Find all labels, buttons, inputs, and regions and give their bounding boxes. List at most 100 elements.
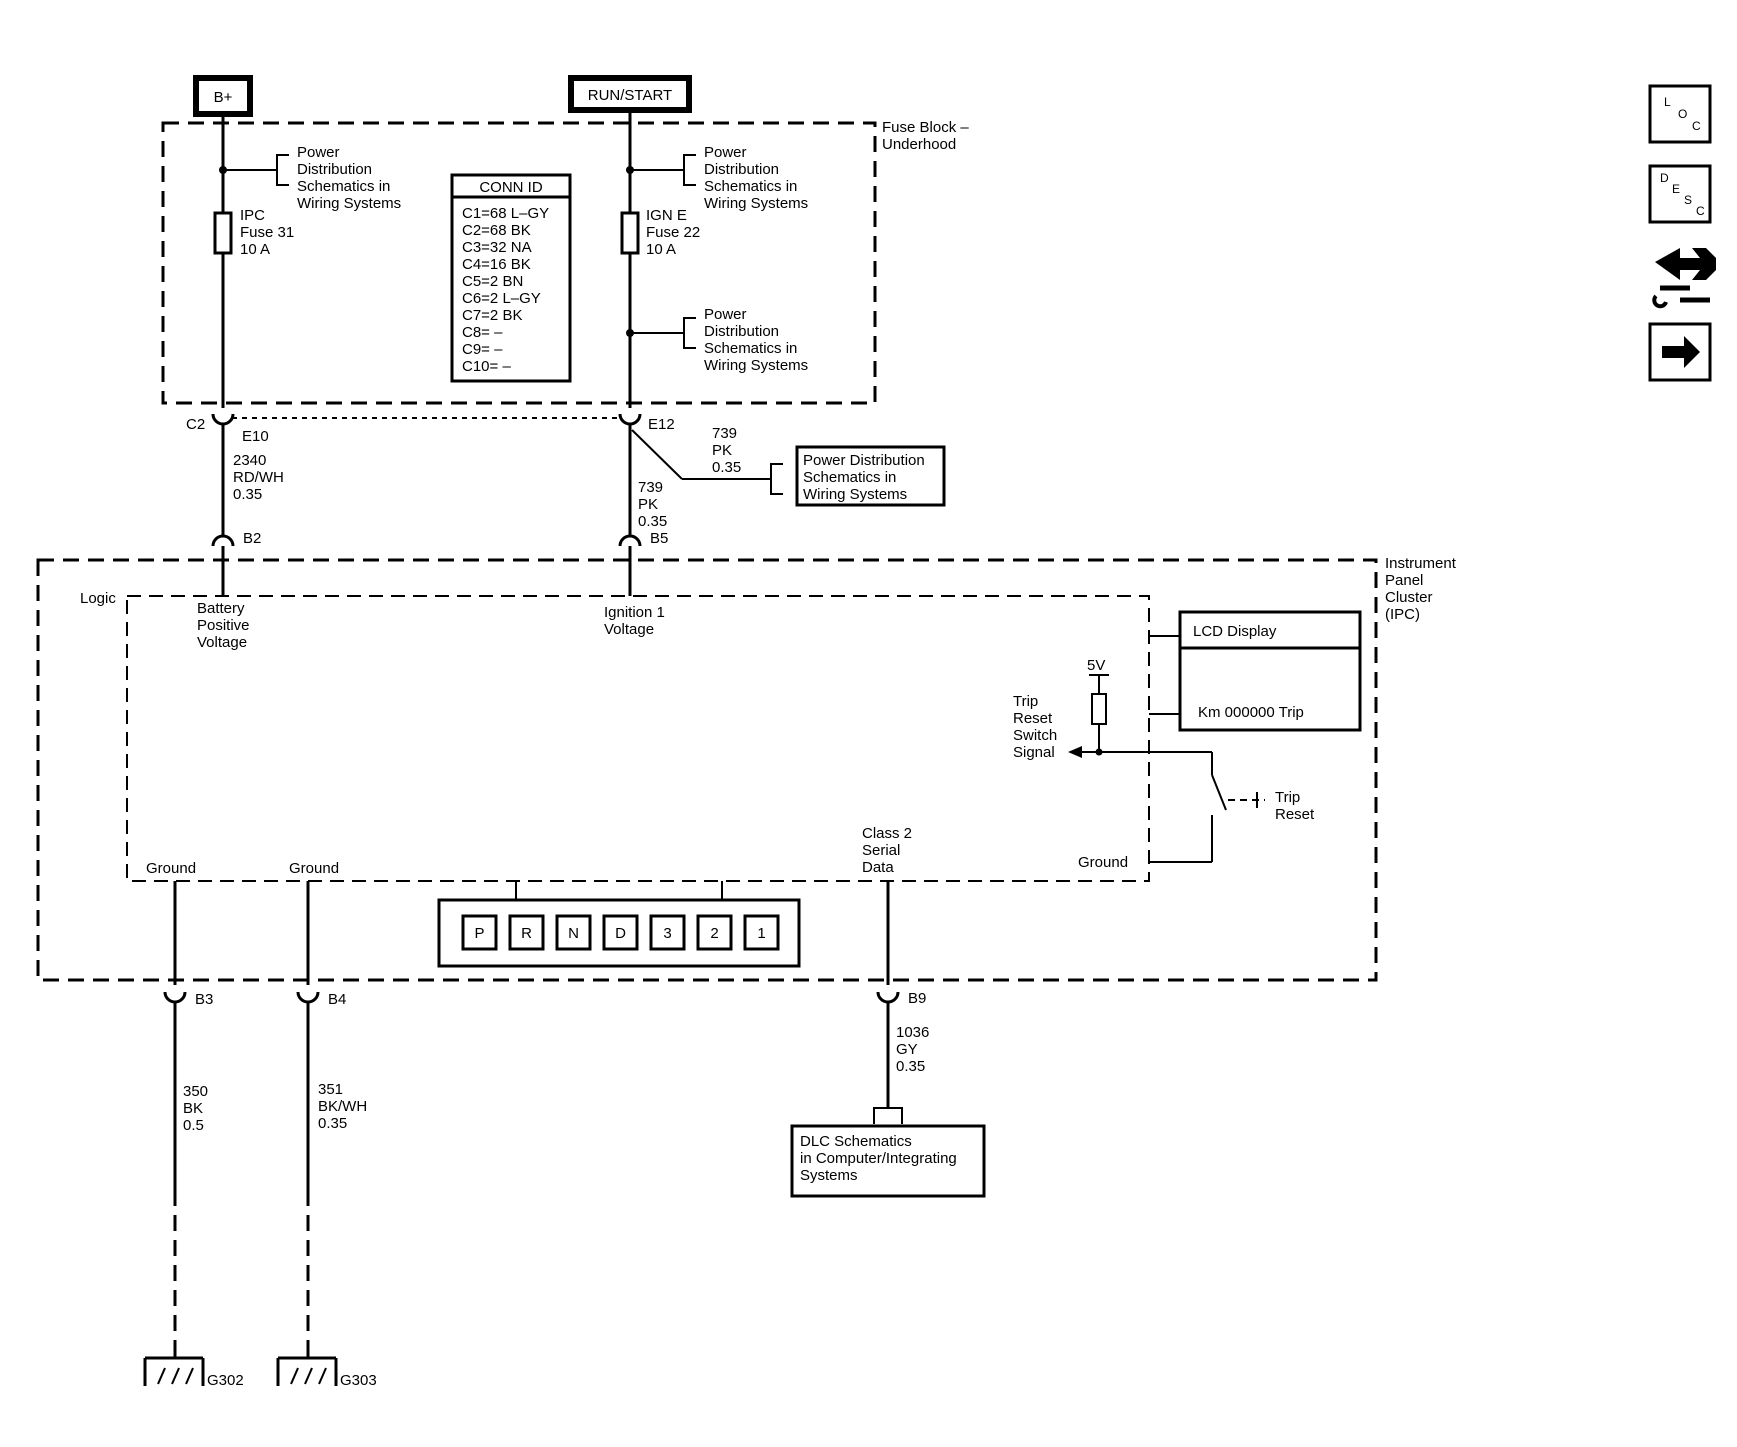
dlc-box: DLC Schematics in Computer/Integrating S… xyxy=(790,1124,986,1198)
svg-text:Schematics in: Schematics in xyxy=(704,340,797,357)
desc-button[interactable]: D E S C xyxy=(1648,164,1712,224)
svg-text:Wiring Systems: Wiring Systems xyxy=(297,195,401,212)
svg-text:Systems: Systems xyxy=(800,1167,858,1184)
ground-g303-symbol xyxy=(276,1352,338,1386)
svg-text:0.35: 0.35 xyxy=(638,513,667,530)
trip-reset-signal-label: Trip Reset Switch Signal xyxy=(1013,693,1057,761)
svg-text:Fuse 22: Fuse 22 xyxy=(646,224,700,241)
svg-text:DLC Schematics: DLC Schematics xyxy=(800,1133,912,1150)
connector-b4 xyxy=(296,991,320,1004)
loc-button[interactable]: L O C xyxy=(1648,84,1712,144)
svg-text:Power: Power xyxy=(704,144,747,161)
conn-id-title: CONN ID xyxy=(479,179,543,196)
conn-id-table: CONN ID C1=68 L–GY C2=68 BK C3=32 NA C4=… xyxy=(450,173,572,383)
ground-g302-label: G302 xyxy=(207,1372,244,1389)
svg-text:Reset: Reset xyxy=(1013,710,1053,727)
svg-text:C8= –: C8= – xyxy=(462,324,503,341)
svg-text:739: 739 xyxy=(638,479,663,496)
svg-text:1: 1 xyxy=(757,925,765,942)
pd-box: Power Distribution Schematics in Wiring … xyxy=(795,445,946,507)
svg-text:C2: C2 xyxy=(186,416,205,433)
logic-outline xyxy=(126,595,1150,882)
svg-text:C7=2 BK: C7=2 BK xyxy=(462,307,522,324)
fuse-block-outline xyxy=(161,121,877,405)
connector-end-view-button[interactable] xyxy=(1652,248,1716,309)
svg-text:Voltage: Voltage xyxy=(197,634,247,651)
bplus-terminal: B+ xyxy=(193,75,253,117)
lcd-reading: Km 000000 Trip xyxy=(1198,704,1304,721)
svg-text:C: C xyxy=(1696,204,1705,218)
svg-text:10 A: 10 A xyxy=(646,241,676,258)
ground-g303-label: G303 xyxy=(340,1372,377,1389)
ground-label-2: Ground xyxy=(289,860,339,877)
next-page-button[interactable] xyxy=(1648,322,1712,382)
prnd-cell-d: D xyxy=(602,914,639,951)
svg-text:Signal: Signal xyxy=(1013,744,1055,761)
ipc-outline xyxy=(36,558,1378,982)
wire-350-label: 350 BK 0.5 xyxy=(183,1083,208,1134)
svg-text:O: O xyxy=(1678,107,1687,121)
prnd-cell-2: 2 xyxy=(696,914,733,951)
pd-ref-right-2: Power Distribution Schematics in Wiring … xyxy=(704,306,808,374)
battery-positive-label: Battery Positive Voltage xyxy=(197,600,250,651)
svg-text:C3=32 NA: C3=32 NA xyxy=(462,239,532,256)
svg-text:Power Distribution: Power Distribution xyxy=(803,452,925,469)
svg-text:0.35: 0.35 xyxy=(896,1058,925,1075)
ipc-title: Instrument Panel Cluster (IPC) xyxy=(1385,555,1457,623)
connector-b2 xyxy=(211,534,235,547)
svg-text:B2: B2 xyxy=(243,530,261,547)
svg-text:in Computer/Integrating: in Computer/Integrating xyxy=(800,1150,957,1167)
bplus-label: B+ xyxy=(214,89,233,106)
svg-text:0.35: 0.35 xyxy=(318,1115,347,1132)
svg-text:1036: 1036 xyxy=(896,1024,929,1041)
svg-text:Schematics in: Schematics in xyxy=(704,178,797,195)
fuse-block-title-2: Underhood xyxy=(882,136,956,153)
lcd-display: LCD Display Km 000000 Trip xyxy=(1178,610,1362,732)
svg-text:Cluster: Cluster xyxy=(1385,589,1433,606)
wire-739-branch-label: 739 PK 0.35 xyxy=(712,425,741,476)
svg-text:Power: Power xyxy=(297,144,340,161)
ignition-voltage-label: Ignition 1 Voltage xyxy=(604,604,665,638)
svg-text:Distribution: Distribution xyxy=(297,161,372,178)
prnd-cell-1: 1 xyxy=(743,914,780,951)
prnd-cell-p: P xyxy=(461,914,498,951)
prnd-cell-3: 3 xyxy=(649,914,686,951)
wire-739-label: 739 PK 0.35 xyxy=(638,479,667,530)
connector-b5 xyxy=(618,534,642,547)
ground-label-1: Ground xyxy=(146,860,196,877)
wire-2340-label: 2340 RD/WH 0.35 xyxy=(233,452,284,503)
prnd-cell-n: N xyxy=(555,914,592,951)
svg-text:0.5: 0.5 xyxy=(183,1117,204,1134)
connector-b9 xyxy=(876,991,900,1004)
svg-text:C6=2 L–GY: C6=2 L–GY xyxy=(462,290,541,307)
svg-text:R: R xyxy=(521,925,532,942)
svg-text:BK/WH: BK/WH xyxy=(318,1098,367,1115)
svg-text:B4: B4 xyxy=(328,991,346,1008)
svg-text:351: 351 xyxy=(318,1081,343,1098)
svg-text:Schematics in: Schematics in xyxy=(803,469,896,486)
svg-text:Fuse 31: Fuse 31 xyxy=(240,224,294,241)
svg-text:PK: PK xyxy=(712,442,732,459)
svg-text:Wiring Systems: Wiring Systems xyxy=(704,195,808,212)
svg-text:Serial: Serial xyxy=(862,842,900,859)
svg-text:C4=16 BK: C4=16 BK xyxy=(462,256,531,273)
svg-text:L: L xyxy=(1664,95,1671,109)
svg-text:RD/WH: RD/WH xyxy=(233,469,284,486)
pullup-resistor xyxy=(1091,693,1107,725)
svg-text:B9: B9 xyxy=(908,990,926,1007)
svg-text:10 A: 10 A xyxy=(240,241,270,258)
svg-text:350: 350 xyxy=(183,1083,208,1100)
svg-text:Instrument: Instrument xyxy=(1385,555,1457,572)
svg-text:2: 2 xyxy=(710,925,718,942)
run-start-label: RUN/START xyxy=(588,87,672,104)
svg-text:Trip: Trip xyxy=(1013,693,1038,710)
svg-text:C2=68 BK: C2=68 BK xyxy=(462,222,531,239)
svg-text:Distribution: Distribution xyxy=(704,323,779,340)
prnd-cell-r: R xyxy=(508,914,545,951)
fuse-block-title-1: Fuse Block – xyxy=(882,119,969,136)
svg-text:D: D xyxy=(615,925,626,942)
svg-text:D: D xyxy=(1660,171,1669,185)
svg-text:BK: BK xyxy=(183,1100,203,1117)
svg-text:S: S xyxy=(1684,193,1692,207)
